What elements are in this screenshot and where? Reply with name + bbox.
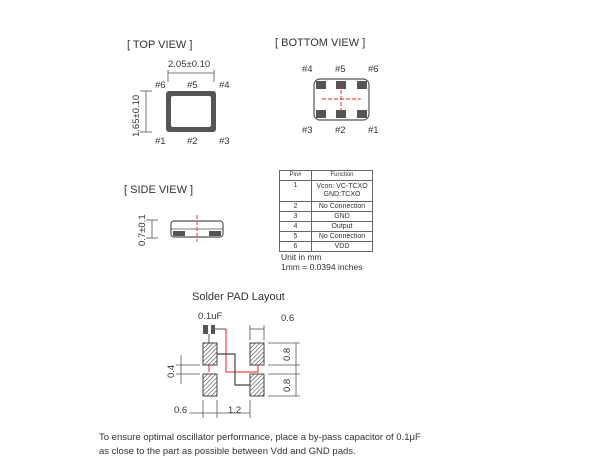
table-row: 4 Output <box>279 221 373 232</box>
top-pin-label-3: #3 <box>219 136 230 147</box>
pin-function: Output <box>311 221 373 232</box>
pin-function: No Connection <box>311 231 373 242</box>
pin-number: 4 <box>279 221 312 232</box>
table-header-row: Pin# Function <box>279 170 373 181</box>
pad-height-upper-dim: 0.8 <box>282 347 293 361</box>
pin-function: Vcon: VC-TCXO GND:TCXO <box>311 180 373 202</box>
pin-number: 5 <box>279 231 312 242</box>
top-pin-label-5: #5 <box>187 80 198 91</box>
table-row: 2 No Connection <box>279 201 373 212</box>
top-pin-label-2: #2 <box>187 136 198 147</box>
bottom-pin-label-2: #2 <box>335 125 346 136</box>
solder-pad-title: Solder PAD Layout <box>192 291 285 303</box>
bottom-pin-label-1: #1 <box>368 125 379 136</box>
solder-pad-layout <box>176 325 300 418</box>
pin-function: VDD <box>311 241 373 252</box>
top-view-height-dim: 1.65±0.10 <box>131 94 142 137</box>
pin-number: 6 <box>279 241 312 252</box>
top-view-package <box>140 70 216 133</box>
top-pin-label-1: #1 <box>155 136 166 147</box>
bottom-view-title: [ BOTTOM VIEW ] <box>275 37 366 49</box>
top-view-title: [ TOP VIEW ] <box>127 39 193 51</box>
table-row: 6 VDD <box>279 241 373 252</box>
table-row: 1 Vcon: VC-TCXO GND:TCXO <box>279 180 373 202</box>
table-row: 5 No Connection <box>279 231 373 242</box>
unit-note: Unit in mm <box>281 252 322 262</box>
top-pin-label-6: #6 <box>155 80 166 91</box>
pin-function: No Connection <box>311 201 373 212</box>
header-pin: Pin# <box>279 170 312 181</box>
pin-function: GND <box>311 211 373 222</box>
bottom-pin-label-4: #4 <box>302 64 313 75</box>
footer-line-2: as close to the part as possible between… <box>99 446 356 457</box>
pin-function-table: Pin# Function 1 Vcon: VC-TCXO GND:TCXO 2… <box>279 170 373 252</box>
table-row: 3 GND <box>279 211 373 222</box>
pin-number: 1 <box>279 180 312 202</box>
bottom-pin-label-5: #5 <box>335 64 346 75</box>
top-view-width-dim: 2.05±0.10 <box>168 59 211 70</box>
header-function: Function <box>311 170 373 181</box>
pad-height-lower-dim: 0.8 <box>282 378 293 392</box>
bottom-pin-label-3: #3 <box>302 125 313 136</box>
side-view-package <box>146 215 224 242</box>
side-view-title: [ SIDE VIEW ] <box>124 184 194 196</box>
footer-line-1: To ensure optimal oscillator performance… <box>99 432 421 443</box>
pad-pitch-dim: 1.2 <box>228 405 242 416</box>
top-pin-label-4: #4 <box>219 80 230 91</box>
bottom-view-package <box>313 78 370 121</box>
pin-number: 2 <box>279 201 312 212</box>
side-view-thickness-dim: 0.7±0.1 <box>137 214 148 246</box>
capacitor-label: 0.1uF <box>198 311 223 322</box>
bottom-pin-label-6: #6 <box>368 64 379 75</box>
pad-gap-dim: 0.4 <box>166 364 177 378</box>
conversion-note: 1mm = 0.0394 inches <box>281 262 363 272</box>
pin-number: 3 <box>279 211 312 222</box>
pad-width-top-dim: 0.6 <box>281 313 295 324</box>
pad-width-bottom-dim: 0.6 <box>174 405 188 416</box>
